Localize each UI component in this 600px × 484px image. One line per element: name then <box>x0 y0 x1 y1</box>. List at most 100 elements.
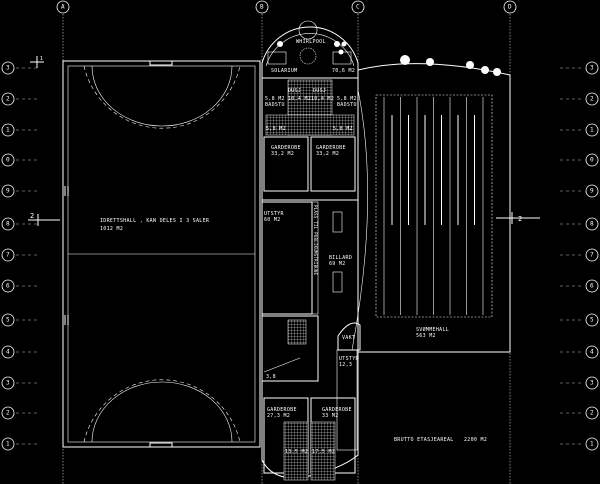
svg-text:D: D <box>508 4 512 11</box>
wardrobe-bottom-right-label: GARDEROBE <box>322 407 352 413</box>
sports-hall-label: IDRETTSHALL , KAN DELES I 3 SALER <box>100 218 210 224</box>
grid-row-label: 5 <box>6 317 10 324</box>
shower-left-area: 10,4 M2 <box>288 96 311 102</box>
wardrobe-top-left-label: GARDEROBE <box>271 145 301 151</box>
grid-bubble-row-right: 2 <box>585 406 599 420</box>
equipment-small-label: UTSTYR <box>339 356 360 362</box>
sauna-left-label: BADSTU <box>265 102 285 108</box>
svg-text:1: 1 <box>40 56 43 62</box>
svg-text:B: B <box>260 4 264 11</box>
grid-bubble-row-right: 3 <box>585 61 599 75</box>
grid-bubble-row-right: 1 <box>585 437 599 451</box>
section-marker-2-left: 2 <box>28 212 60 226</box>
grid-bubble-row-left: 0 <box>1 153 15 167</box>
billiards-area: 69 M2 <box>329 261 346 267</box>
grid-row-label: 9 <box>590 188 594 195</box>
grid-row-label: 3 <box>6 380 10 387</box>
grid-bubble-row-right: 6 <box>585 279 599 293</box>
grid-bubble-row-right: 7 <box>585 248 599 262</box>
grid-row-label: 7 <box>6 252 10 259</box>
equipment-small-area: 12,3 <box>339 362 352 368</box>
wardrobe-bottom-left-area: 27,3 M2 <box>267 413 290 419</box>
grid-row-label: 9 <box>6 188 10 195</box>
central-wing: WHIRLPOOL SOLARIUM 70,6 M2 DUSJ DUSJ 5,8… <box>261 20 361 481</box>
grid-bubble-d: D <box>503 0 517 14</box>
grid-row-label: 8 <box>6 221 10 228</box>
grid-row-label: 5 <box>590 317 594 324</box>
section-marker-2-right: 2 <box>496 212 540 224</box>
wc-left-area: 5,8 M2 <box>266 126 286 132</box>
sports-hall-area: 1012 M2 <box>100 226 123 232</box>
tribune-label: PLASS TIL PUBLIKUMSTRIBUNE <box>313 205 318 276</box>
equipment-area: 60 M2 <box>264 217 281 223</box>
grid-row-label: 3 <box>590 65 594 72</box>
svg-text:C: C <box>356 4 360 11</box>
grid-bubble-row-right: 0 <box>585 153 599 167</box>
grid-row-label: 1 <box>590 127 594 134</box>
shower-right: DUSJ <box>313 88 326 94</box>
grid-bubble-row-right: 3 <box>585 376 599 390</box>
grid-bubble-c: C <box>351 0 365 14</box>
wardrobe-top-left-area: 33,2 M2 <box>271 151 294 157</box>
grid-bubble-row-left: 2 <box>1 406 15 420</box>
shower-bottom-left-area: 13,5 M2 <box>285 449 308 455</box>
section-marker-1: 1 <box>30 56 44 68</box>
grid-bubble-row-left: 1 <box>1 123 15 137</box>
grid-bubble-row-left: 1 <box>1 437 15 451</box>
shower-bottom-right-area: 17,5 M2 <box>312 449 335 455</box>
small-room-area: 3,8 <box>266 374 276 380</box>
equipment-label: UTSTYR <box>264 211 285 217</box>
swimming-hall: SVØMMEHALL 563 M2 <box>351 55 511 353</box>
grid-bubble-row-left: 7 <box>1 248 15 262</box>
sports-hall: IDRETTSHALL , KAN DELES I 3 SALER 1012 M… <box>62 60 261 448</box>
svg-text:2: 2 <box>518 215 523 223</box>
grid-bubble-row-right: 1 <box>585 123 599 137</box>
svg-text:A: A <box>61 4 65 11</box>
grid-bubble-row-right: 8 <box>585 217 599 231</box>
grid-row-label: 6 <box>590 283 594 290</box>
grid-bubble-row-left: 9 <box>1 184 15 198</box>
swimming-hall-area: 563 M2 <box>416 333 436 339</box>
gross-area-value: 2200 M2 <box>464 437 487 443</box>
grid-row-label: 0 <box>6 157 10 164</box>
grid-row-label: 1 <box>6 127 10 134</box>
swimming-hall-label: SVØMMEHALL <box>416 326 449 333</box>
grid-bubble-row-left: 6 <box>1 279 15 293</box>
billiards-label: BILLARD <box>329 255 352 261</box>
wc-right-area: 5,8 M2 <box>333 126 353 132</box>
grid-row-label: 2 <box>590 410 594 417</box>
grid-row-label: 1 <box>590 441 594 448</box>
grid-bubble-row-left: 4 <box>1 345 15 359</box>
grid-row-label: 3 <box>6 65 10 72</box>
solarium-label: SOLARIUM <box>271 68 297 74</box>
svg-text:2: 2 <box>30 212 35 220</box>
grid-bubble-row-left: 2 <box>1 92 15 106</box>
grid-bubble-row-right: 4 <box>585 345 599 359</box>
gross-area: BRUTTO ETASJEAREAL 2200 M2 <box>394 437 487 443</box>
grid-row-label: 0 <box>590 157 594 164</box>
wardrobe-top-right-area: 33,2 M2 <box>316 151 339 157</box>
shower-left: DUSJ <box>288 88 301 94</box>
grid-bubble-row-left: 8 <box>1 217 15 231</box>
whirlpool-label: WHIRLPOOL <box>296 39 326 45</box>
grid-bubble-b: B <box>255 0 269 14</box>
grid-row-label: 8 <box>590 221 594 228</box>
grid-row-label: 7 <box>590 252 594 259</box>
sauna-right-label: BADSTU <box>337 102 357 108</box>
grid-row-label: 4 <box>590 349 594 356</box>
grid-bubble-row-right: 5 <box>585 313 599 327</box>
grid-bubble-row-left: 5 <box>1 313 15 327</box>
grid-bubble-row-left: 3 <box>1 61 15 75</box>
grid-row-label: 1 <box>6 441 10 448</box>
sauna-right-area: 5,8 M2 <box>337 96 357 102</box>
wardrobe-bottom-left-label: GARDEROBE <box>267 407 297 413</box>
grid-row-label: 2 <box>6 96 10 103</box>
sauna-left-area: 5,8 M2 <box>265 96 285 102</box>
grid-row-label: 3 <box>590 380 594 387</box>
grid-row-label: 2 <box>590 96 594 103</box>
grid-rows: 3 3 2 2 1 1 0 0 9 9 8 8 7 7 6 6 5 5 4 4 3 3 2 2 1 1 <box>1 61 599 451</box>
wardrobe-bottom-right-area: 33 M2 <box>322 413 339 419</box>
grid-bubble-a: A <box>56 0 70 14</box>
grid-bubble-row-right: 2 <box>585 92 599 106</box>
